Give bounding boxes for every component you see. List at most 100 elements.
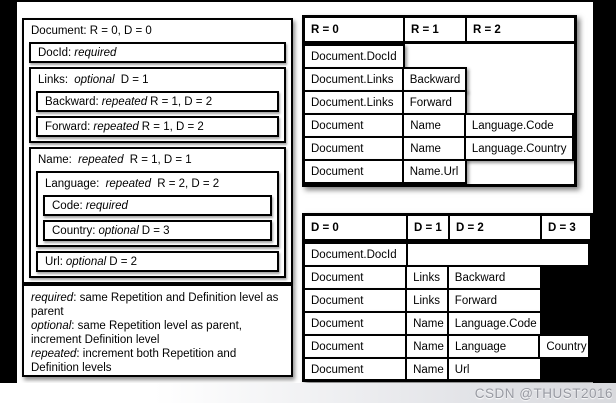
schema-node-backward: Backward: repeated R = 1, D = 2 bbox=[36, 91, 279, 112]
table-cell: Language bbox=[449, 336, 541, 357]
column-header: D = 0 bbox=[305, 216, 408, 239]
column-header: D = 2 bbox=[450, 216, 542, 239]
schema-root-label: Document: R = 0, D = 0 bbox=[31, 25, 152, 37]
column-header: R = 2 bbox=[473, 23, 501, 36]
column-header: R = 0 bbox=[305, 18, 405, 41]
node-levels: D = 1 bbox=[120, 74, 149, 86]
node-keyword: required bbox=[85, 199, 128, 212]
node-levels: R = 2, D = 2 bbox=[157, 178, 220, 190]
table-cell: Document bbox=[305, 115, 405, 136]
watermark-strip: CSDN @THUST2016 bbox=[0, 383, 616, 403]
node-name: Code: bbox=[52, 199, 83, 212]
table-cell: Url bbox=[454, 363, 470, 376]
table-cell: Document bbox=[305, 313, 408, 334]
right-black-band bbox=[593, 0, 616, 385]
schema-node-country: Country: optional D = 3 bbox=[43, 220, 272, 241]
node-name: Forward: bbox=[45, 120, 91, 133]
node-name: Backward: bbox=[45, 95, 99, 108]
table-row: Document.Links Backward bbox=[305, 67, 574, 92]
schema-node-language: Language: repeated R = 2, D = 2 Code: re… bbox=[36, 171, 279, 247]
node-keyword: repeated bbox=[93, 120, 139, 133]
table-cell: Document bbox=[305, 138, 405, 159]
table-cell: Name bbox=[404, 138, 466, 159]
table-cell: Document.DocId bbox=[305, 244, 408, 265]
schema-node-links: Links: optional D = 1 Backward: repeated… bbox=[29, 67, 286, 143]
schema-node-code: Code: required bbox=[43, 195, 272, 216]
node-levels: R = 1, D = 2 bbox=[141, 120, 204, 133]
schema-panel: Document: R = 0, D = 0 DocId: required L… bbox=[22, 18, 293, 284]
table-cell: Document.DocId bbox=[311, 50, 397, 63]
legend-rest-optional: : same Repetition level as parent, incre… bbox=[31, 320, 242, 346]
schema-node-links-label: Links: optional D = 1 bbox=[31, 69, 284, 91]
node-levels: D = 2 bbox=[109, 255, 137, 268]
node-name: Links: bbox=[38, 74, 69, 86]
legend-rest-repeated: : increment both Repetition and Definiti… bbox=[31, 348, 237, 374]
legend-rest-required: : same Repetition and Definition level a… bbox=[31, 292, 279, 318]
node-keyword: optional bbox=[65, 255, 107, 268]
table-cell: Forward bbox=[409, 96, 452, 109]
table-cell: Language.Code bbox=[454, 317, 537, 330]
schema-node-language-label: Language: repeated R = 2, D = 2 bbox=[38, 173, 277, 195]
table-cell: Language.Code bbox=[471, 119, 554, 132]
table-cell: Document bbox=[305, 290, 408, 311]
node-keyword: repeated bbox=[105, 178, 151, 190]
table-cell: Forward bbox=[454, 294, 497, 307]
table-cell: Links bbox=[407, 267, 449, 288]
column-header: R = 1 bbox=[405, 18, 467, 41]
table-cell: Document bbox=[305, 267, 408, 288]
table-cell: Document bbox=[305, 336, 408, 357]
table-cell: Country bbox=[546, 340, 587, 353]
node-levels: R = 1, D = 2 bbox=[150, 95, 213, 108]
table-cell: Document.Links bbox=[305, 69, 404, 90]
top-black-line bbox=[0, 0, 616, 2]
node-name: DocId: bbox=[38, 46, 72, 59]
table-row: Document.Links Forward bbox=[305, 90, 574, 115]
table-cell: Name bbox=[407, 336, 449, 357]
node-keyword: optional bbox=[98, 224, 139, 237]
schema-node-name: Name: repeated R = 1, D = 1 Language: re… bbox=[29, 147, 286, 278]
node-keyword: optional bbox=[74, 74, 115, 86]
schema-node-forward: Forward: repeated R = 1, D = 2 bbox=[36, 116, 279, 137]
table-cell: Backward bbox=[409, 73, 461, 86]
column-header: D = 1 bbox=[408, 216, 450, 239]
table-cell: Document bbox=[305, 359, 408, 379]
table-cell: Language.Country bbox=[471, 142, 567, 155]
table-cell: Links bbox=[407, 290, 449, 311]
legend-keyword-repeated: repeated bbox=[31, 348, 77, 360]
left-black-band bbox=[0, 0, 17, 385]
table-cell: Name bbox=[404, 115, 466, 136]
node-name: Name: bbox=[38, 154, 72, 166]
node-levels: D = 3 bbox=[141, 224, 170, 237]
table-row: Document.DocId bbox=[305, 242, 590, 267]
node-levels: R = 1, D = 1 bbox=[129, 154, 192, 166]
table-cell: Name bbox=[407, 359, 449, 379]
node-name: Url: bbox=[45, 255, 63, 268]
table-cell: Document.Links bbox=[305, 92, 404, 113]
table-cell: Backward bbox=[454, 271, 506, 284]
schema-node-docid: DocId: required bbox=[29, 42, 286, 63]
node-keyword: repeated bbox=[78, 154, 124, 166]
node-keyword: repeated bbox=[101, 95, 148, 108]
column-header: D = 3 bbox=[548, 221, 576, 234]
node-name: Language: bbox=[45, 178, 100, 190]
schema-node-url: Url: optional D = 2 bbox=[36, 251, 279, 272]
legend-panel: required: same Repetition and Definition… bbox=[22, 284, 293, 377]
table-row: Document.DocId bbox=[305, 44, 574, 69]
legend-keyword-optional: optional bbox=[31, 320, 72, 332]
table-cell: Name bbox=[407, 313, 449, 334]
schema-node-name-label: Name: repeated R = 1, D = 1 bbox=[31, 149, 284, 171]
node-keyword: required bbox=[74, 46, 117, 59]
table-cell: Name.Url bbox=[409, 165, 459, 178]
watermark-text: CSDN @THUST2016 bbox=[474, 385, 613, 401]
